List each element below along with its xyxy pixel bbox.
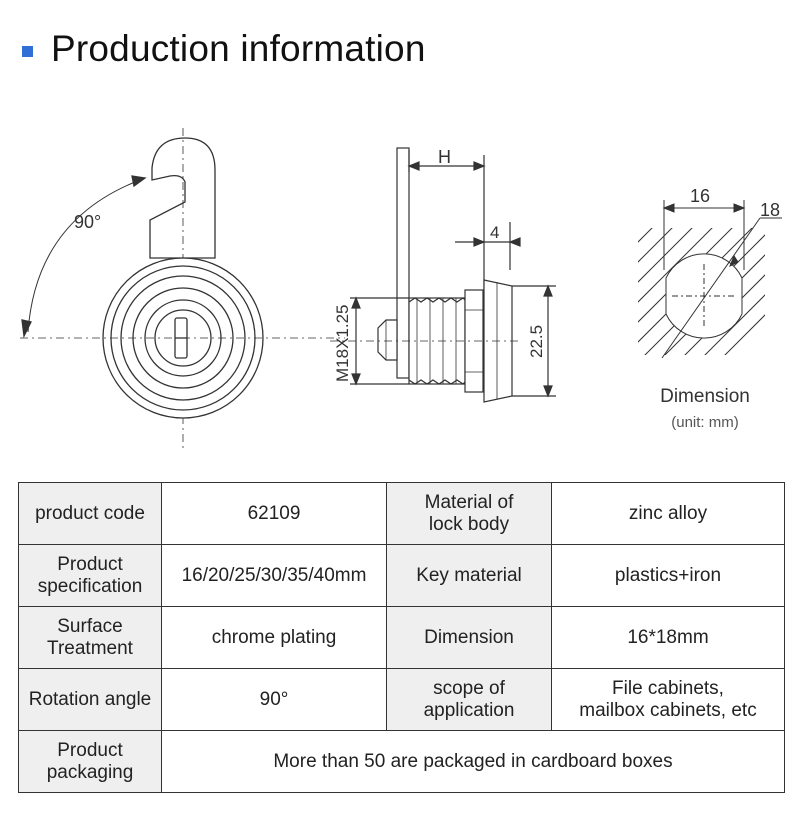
label-key-material: Key material	[386, 544, 552, 607]
label-specification-line1: Product	[57, 553, 123, 575]
label-scope-line1: scope of	[433, 677, 505, 699]
label-scope-line2: application	[423, 699, 515, 721]
dim-16-label: 16	[690, 186, 710, 206]
dim-4-label: 4	[490, 223, 499, 242]
label-dimension: Dimension	[386, 606, 552, 669]
technical-drawings: 90°	[0, 110, 800, 460]
value-dimension: 16*18mm	[551, 606, 785, 669]
side-view-drawing	[330, 147, 556, 403]
value-packaging: More than 50 are packaged in cardboard b…	[161, 730, 785, 793]
label-surface: Surface Treatment	[18, 606, 162, 669]
title-bullet-icon	[22, 45, 33, 57]
value-specification: 16/20/25/30/35/40mm	[161, 544, 387, 607]
table-row: Surface Treatment chrome plating Dimensi…	[18, 606, 785, 669]
dimension-caption-title: Dimension	[660, 386, 750, 407]
value-scope: File cabinets, mailbox cabinets, etc	[551, 668, 785, 731]
label-packaging-line2: packaging	[46, 761, 134, 783]
dim-18-label: 18	[760, 200, 780, 220]
value-material: zinc alloy	[551, 482, 785, 545]
label-specification: Product specification	[18, 544, 162, 607]
drawing-canvas: 90°	[20, 128, 782, 450]
dim-22-5-label: 22.5	[527, 325, 546, 358]
value-product-code: 62109	[161, 482, 387, 545]
angle-label: 90°	[74, 212, 101, 232]
label-surface-line1: Surface	[57, 615, 123, 637]
value-scope-line2: mailbox cabinets, etc	[579, 699, 757, 721]
page-title: Production information	[51, 28, 426, 69]
spec-table: product code 62109 Material of lock body…	[18, 482, 785, 793]
label-material-line1: Material of	[424, 491, 514, 513]
table-row: product code 62109 Material of lock body…	[18, 482, 785, 545]
label-material-line2: lock body	[428, 513, 510, 535]
table-row: Rotation angle 90° scope of application …	[18, 668, 785, 731]
table-row: Product specification 16/20/25/30/35/40m…	[18, 544, 785, 607]
value-scope-line1: File cabinets,	[612, 677, 724, 699]
value-rotation: 90°	[161, 668, 387, 731]
table-row: Product packaging More than 50 are packa…	[18, 730, 785, 793]
h-dimension-label: H	[438, 147, 451, 167]
value-surface: chrome plating	[161, 606, 387, 669]
label-packaging-line1: Product	[57, 739, 123, 761]
thread-dimension-label: M18X1.25	[333, 305, 352, 383]
page-header: Production information	[22, 28, 426, 70]
dimension-caption: Dimension (unit: mm)	[640, 386, 770, 431]
label-surface-line2: Treatment	[47, 637, 133, 659]
label-specification-line2: specification	[37, 575, 143, 597]
label-scope: scope of application	[386, 668, 552, 731]
label-material: Material of lock body	[386, 482, 552, 545]
label-rotation: Rotation angle	[18, 668, 162, 731]
front-view-drawing	[20, 128, 345, 450]
label-product-code: product code	[18, 482, 162, 545]
dimension-caption-unit: (unit: mm)	[671, 414, 739, 431]
value-key-material: plastics+iron	[551, 544, 785, 607]
label-packaging: Product packaging	[18, 730, 162, 793]
dimension-cutout-drawing	[638, 200, 782, 359]
